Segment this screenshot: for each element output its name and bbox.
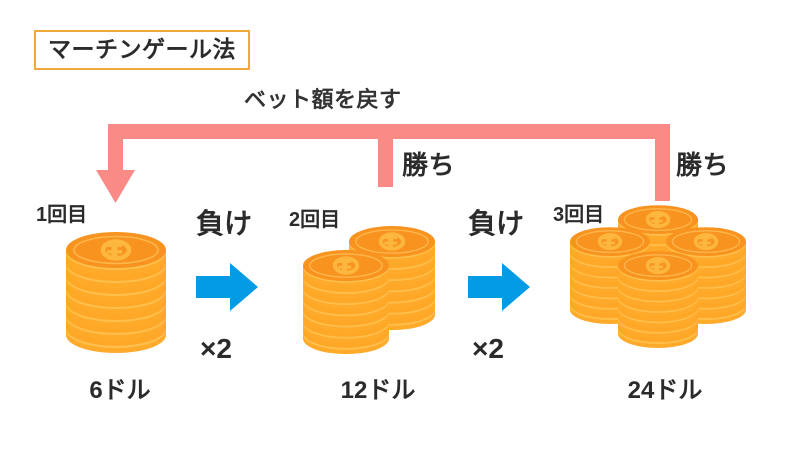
multiplier-label-2: ×2 — [472, 333, 504, 364]
win-label-round3: 勝ち — [676, 150, 730, 180]
page-title: マーチンゲール法 — [48, 36, 236, 62]
amount-label-3: 24ドル — [627, 377, 703, 404]
title-box: マーチンゲール法 — [34, 30, 250, 71]
win-label-round2: 勝ち — [402, 150, 456, 180]
coin-stack-round2 — [301, 224, 437, 355]
right-arrow-icon-1 — [196, 263, 258, 311]
round-label-3: 3回目 — [553, 204, 605, 226]
amount-label-1: 6ドル — [89, 377, 151, 404]
multiplier-label-1: ×2 — [200, 333, 232, 364]
lose-label-1: 負け — [196, 208, 253, 239]
coin-stack-round3 — [568, 203, 748, 348]
lose-label-2: 負け — [468, 208, 525, 239]
round-label-1: 1回目 — [36, 204, 88, 226]
right-arrow-icon-2 — [468, 263, 530, 311]
return-bet-label: ベット額を戻す — [244, 87, 402, 112]
coin-stack-round1 — [46, 218, 186, 353]
amount-label-2: 12ドル — [340, 377, 416, 404]
round-label-2: 2回目 — [289, 209, 341, 231]
